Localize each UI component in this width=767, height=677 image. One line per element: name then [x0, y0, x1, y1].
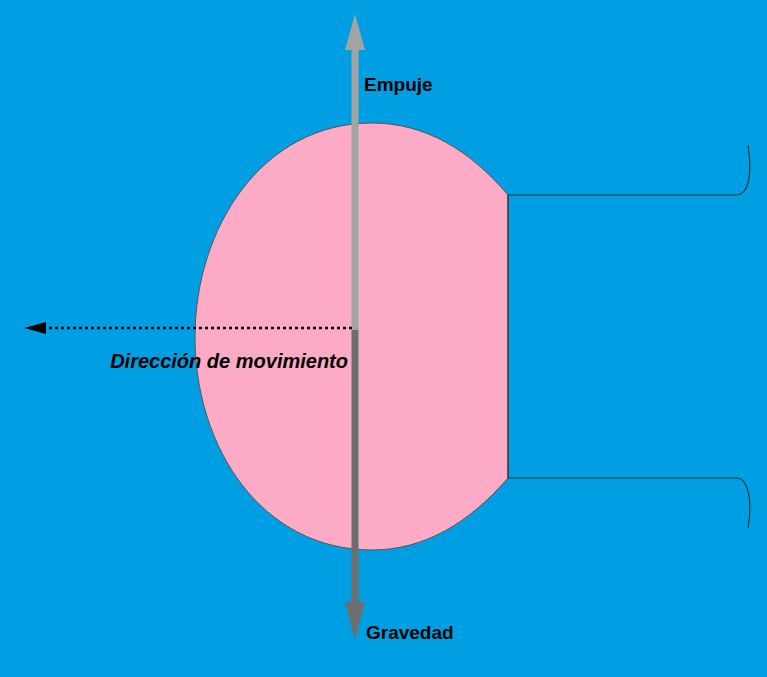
- motion-arrow: [42, 327, 352, 330]
- force-label: Gravedad: [366, 622, 454, 644]
- motion-arrowhead: [24, 322, 46, 334]
- buoyancy-arrow: [352, 48, 359, 330]
- buoyancy-arrowhead: [345, 14, 365, 50]
- bell-edge: [507, 195, 508, 478]
- motion-label: Dirección de movimiento: [110, 350, 348, 373]
- gravity-arrowhead: [345, 602, 365, 640]
- tentacle: [508, 145, 750, 195]
- gravity-arrow: [352, 330, 359, 604]
- tentacle: [508, 478, 750, 528]
- force-label: Empuje: [364, 74, 433, 96]
